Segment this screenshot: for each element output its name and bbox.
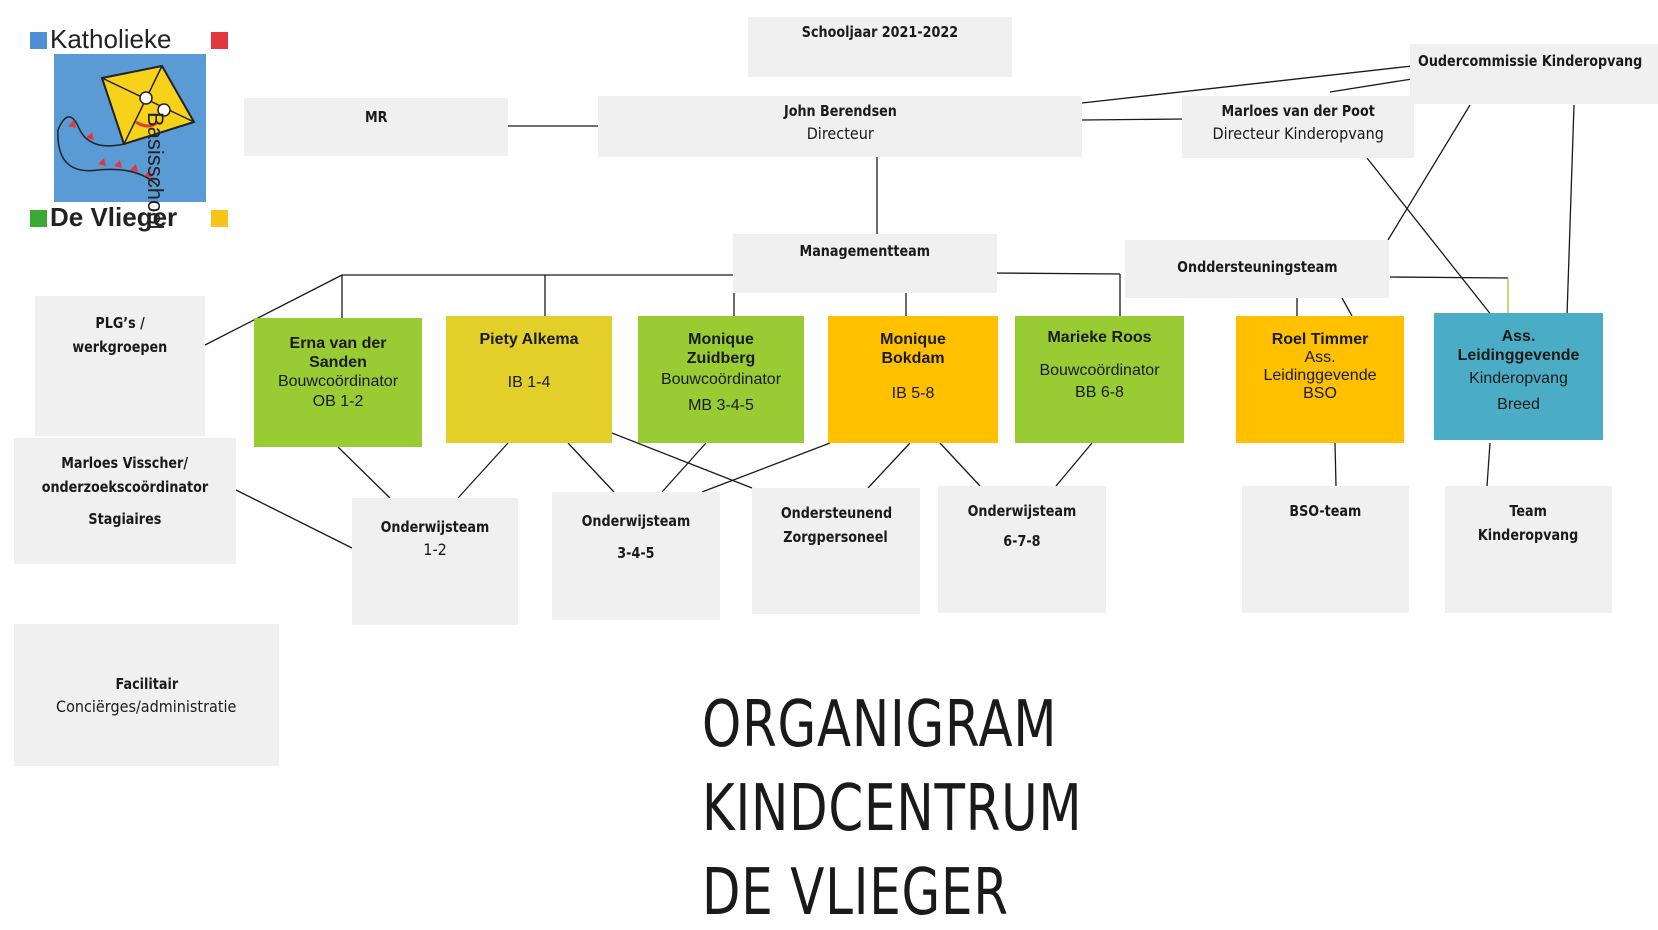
coordinator-piety: Piety Alkema IB 1-4: [446, 316, 612, 443]
coordinator-name: Piety Alkema: [479, 331, 579, 348]
coordinator-group: OB 1-2: [312, 393, 364, 410]
coordinator-zuidberg: Monique Zuidberg Bouwcoördinator MB 3-4-…: [638, 316, 804, 443]
team-group: 1-2: [423, 540, 447, 559]
support-team-box: Onddersteuningsteam: [1125, 240, 1389, 298]
plg-box: PLG’s / werkgroepen: [35, 296, 205, 436]
director-role: Directeur: [806, 124, 874, 143]
research-box: Marloes Visscher/ onderzoekscoördinator …: [14, 438, 236, 564]
team-group: 3-4-5: [617, 544, 655, 562]
research-line3: Stagiaires: [88, 510, 162, 528]
school-logo: Katholieke Basisschool De Vlieger: [28, 24, 230, 232]
childcare-director-box: Marloes van der Poot Directeur Kinderopv…: [1182, 96, 1414, 158]
facilities-sub: Conciërges/administratie: [56, 696, 237, 716]
team-group: 6-7-8: [1003, 532, 1041, 550]
title-line-2: KINDCENTRUM: [702, 772, 1083, 846]
coordinator-erna: Erna van der Sanden Bouwcoördinator OB 1…: [254, 318, 422, 447]
management-team-label: Managementteam: [799, 242, 931, 260]
school-year-box: Schooljaar 2021-2022: [748, 17, 1012, 77]
team-childcare: Team Kinderopvang: [1445, 486, 1612, 613]
director-box: John Berendsen Directeur: [598, 96, 1082, 157]
coordinator-name: Roel Timmer: [1271, 331, 1369, 348]
childcare-director-role: Directeur Kinderopvang: [1212, 124, 1384, 143]
coordinator-timmer: Roel Timmer Ass. Leidinggevende BSO: [1236, 316, 1404, 443]
team-title: Onderwijsteam: [967, 502, 1077, 520]
coordinator-role-2: Leidinggevende: [1263, 367, 1377, 384]
research-line2: onderzoekscoördinator: [41, 478, 209, 496]
team-1-2: Onderwijsteam 1-2: [352, 498, 518, 625]
childcare-director-name: Marloes van der Poot: [1221, 102, 1375, 120]
coordinator-name: Monique Bokdam: [880, 331, 946, 367]
coordinator-group: Breed: [1497, 396, 1540, 413]
director-name: John Berendsen: [783, 102, 897, 120]
coordinator-roos: Marieke Roos Bouwcoördinator BB 6-8: [1015, 316, 1184, 443]
title-line-3: DE VLIEGER: [702, 856, 1009, 930]
team-bso: BSO-team: [1242, 486, 1409, 613]
school-year-label: Schooljaar 2021-2022: [801, 23, 959, 41]
parent-committee-label: Oudercommissie Kinderopvang: [1418, 52, 1643, 70]
coordinator-childcare: Ass. Leidinggevende Kinderopvang Breed: [1434, 313, 1603, 440]
logo-word-bottom: De Vlieger: [50, 202, 178, 232]
coordinator-name: Monique Zuidberg: [686, 331, 756, 367]
team-6-7-8: Onderwijsteam 6-7-8: [938, 486, 1106, 613]
coordinator-group: BB 6-8: [1075, 384, 1124, 401]
team-title: Onderwijsteam: [380, 518, 490, 536]
coordinator-role: Bouwcoördinator: [1039, 362, 1160, 379]
team-group: Kinderopvang: [1478, 526, 1579, 544]
mr-box: MR: [244, 98, 508, 156]
management-team-box: Managementteam: [733, 234, 997, 293]
team-title: BSO-team: [1289, 502, 1362, 520]
coordinator-role: Bouwcoördinator: [660, 371, 782, 388]
coordinator-group: MB 3-4-5: [688, 397, 754, 414]
team-title: Team: [1509, 502, 1548, 520]
support-team-label: Onddersteuningsteam: [1176, 258, 1338, 276]
coordinator-bokdam: Monique Bokdam IB 5-8: [828, 316, 998, 443]
team-title: Onderwijsteam: [581, 512, 691, 530]
coordinator-role: Bouwcoördinator: [277, 373, 399, 390]
coordinator-name: Marieke Roos: [1047, 329, 1152, 346]
coordinator-name: Erna van der Sanden: [289, 335, 387, 371]
team-support-staff: Ondersteunend Zorgpersoneel: [752, 488, 920, 614]
team-title: Ondersteunend: [780, 504, 892, 522]
coordinator-role: IB 1-4: [507, 374, 551, 391]
kite-logo-icon: [30, 32, 228, 227]
coordinator-name: Ass. Leidinggevende: [1457, 328, 1580, 364]
coordinator-role: Kinderopvang: [1469, 370, 1568, 387]
logo-word-top: Katholieke: [50, 24, 172, 54]
plg-line1: PLG’s /: [95, 314, 145, 332]
plg-line2: werkgroepen: [72, 338, 168, 356]
facilities-title: Facilitair: [115, 674, 178, 693]
mr-label: MR: [364, 108, 388, 126]
title-line-1: ORGANIGRAM: [702, 688, 1058, 762]
parent-committee-box: Oudercommissie Kinderopvang: [1410, 44, 1658, 104]
coordinator-role: IB 5-8: [891, 385, 935, 402]
facilities-box: Facilitair Conciërges/administratie: [14, 624, 279, 766]
coordinator-role-3: BSO: [1303, 385, 1337, 402]
team-3-4-5: Onderwijsteam 3-4-5: [552, 492, 720, 620]
coordinator-role-1: Ass.: [1304, 349, 1336, 366]
research-line1: Marloes Visscher/: [61, 454, 189, 472]
team-group: Zorgpersoneel: [783, 528, 889, 546]
